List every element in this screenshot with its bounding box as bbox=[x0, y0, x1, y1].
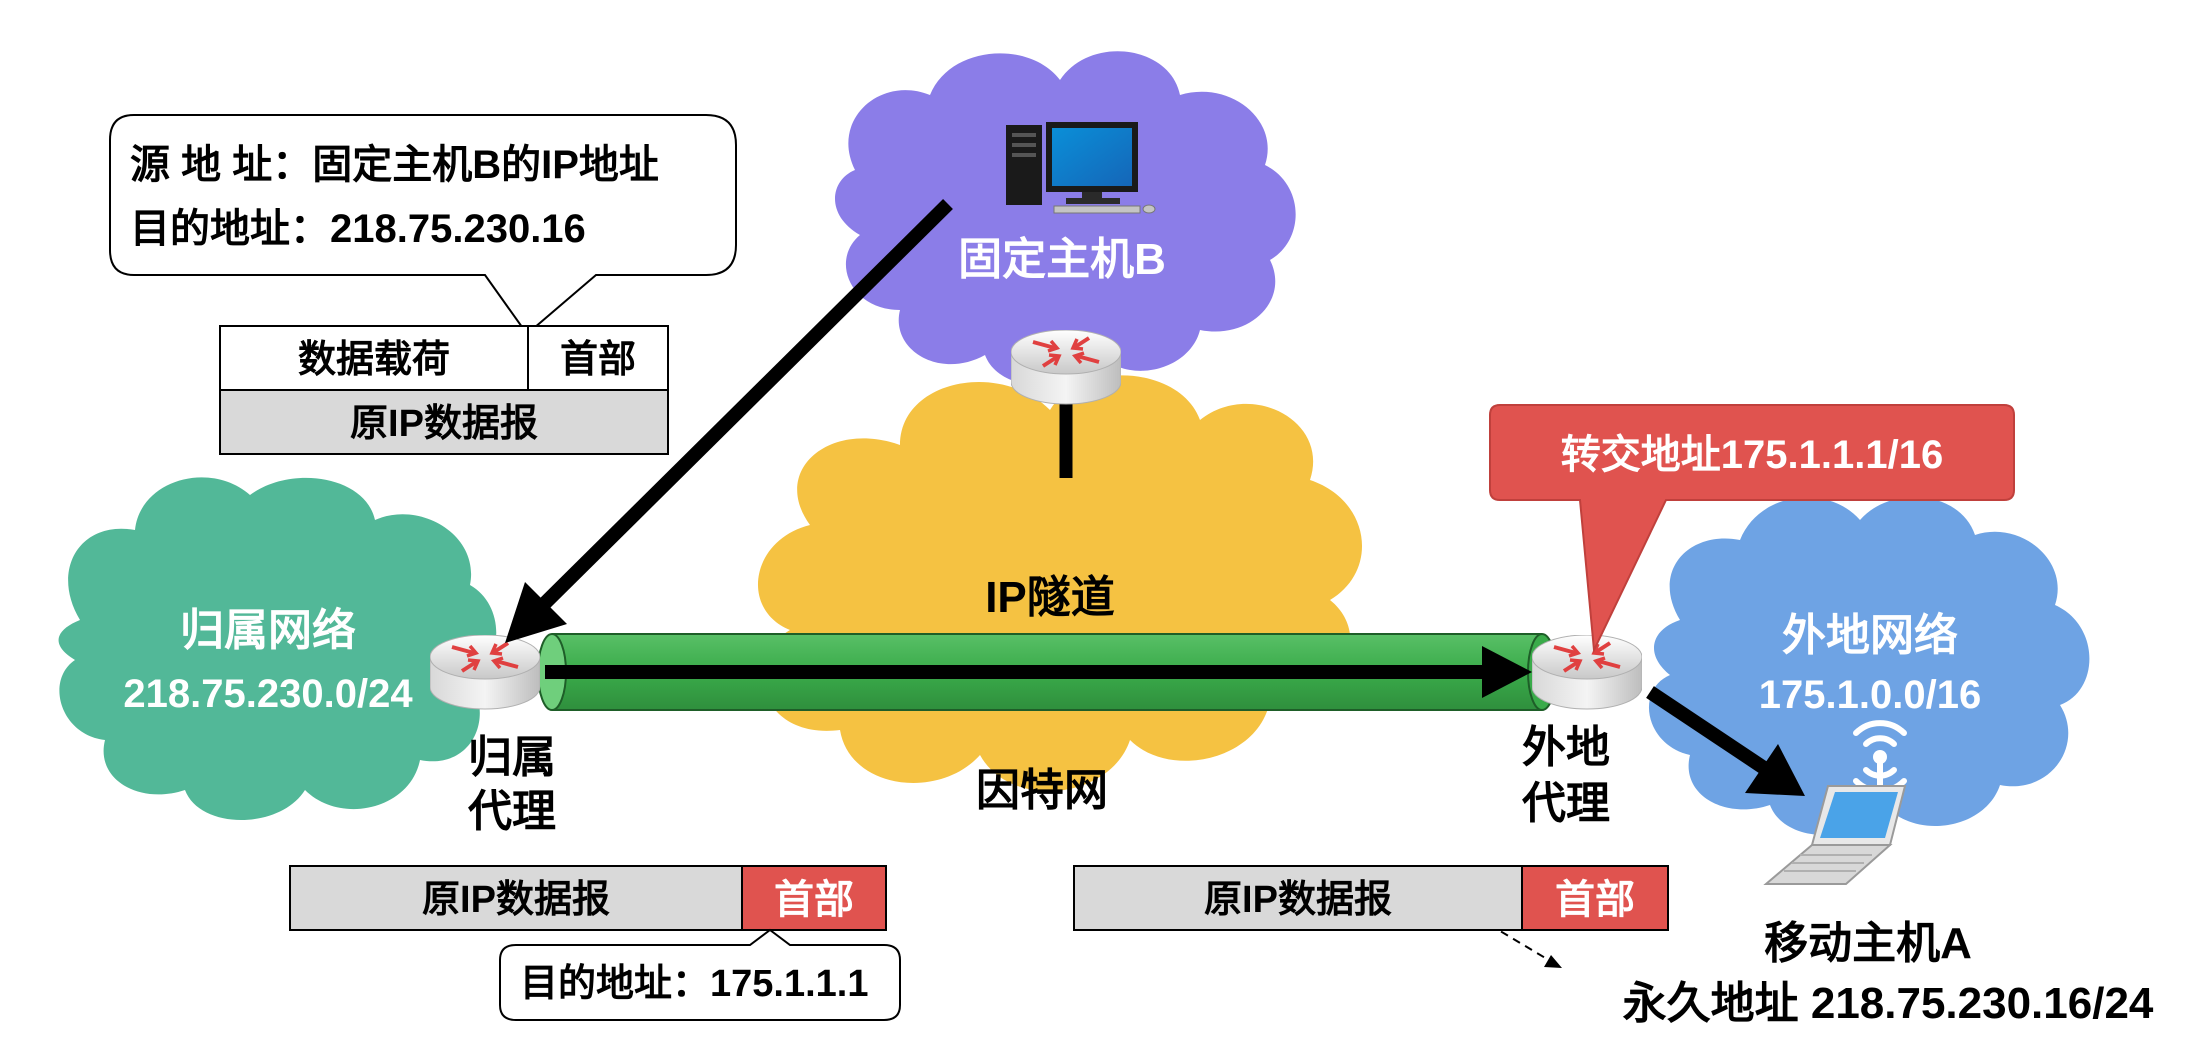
permanent-address-key: 永久地址 bbox=[1623, 979, 1799, 1028]
care-of-address-callout: 转交地址175.1.1.1/16 bbox=[1489, 404, 2015, 654]
host-b-to-home-agent-arrow bbox=[505, 199, 953, 643]
source-address-value: 固定主机B的IP地址 bbox=[312, 143, 659, 187]
svg-text:目的地址：218.75.230.16: 目的地址：218.75.230.16 bbox=[130, 207, 586, 251]
encap-right-header-label: 首部 bbox=[1555, 878, 1635, 922]
payload-label: 数据载荷 bbox=[298, 339, 450, 381]
destination-address-value: 218.75.230.16 bbox=[330, 207, 586, 251]
svg-text:目的地址：175.1.1.1: 目的地址：175.1.1.1 bbox=[520, 963, 869, 1005]
tunnel-arrow bbox=[545, 646, 1532, 698]
dest-callout-key: 目的地址： bbox=[520, 963, 710, 1005]
home-network-prefix: 218.75.230.0/24 bbox=[123, 672, 413, 716]
desktop-computer-icon bbox=[1006, 122, 1156, 214]
home-agent-label-line1: 归属 bbox=[468, 733, 556, 782]
destination-address-callout: 目的地址：175.1.1.1 bbox=[499, 928, 901, 1021]
permanent-address-value: 218.75.230.16/24 bbox=[1811, 979, 2154, 1028]
encapsulated-datagram-left: 原IP数据报 首部 bbox=[289, 865, 887, 931]
foreign-network-cloud bbox=[1648, 497, 2090, 835]
home-agent-router-icon bbox=[430, 635, 540, 711]
dest-callout-value: 175.1.1.1 bbox=[710, 963, 868, 1005]
laptop-icon bbox=[1763, 785, 1907, 885]
foreign-agent-label-line2: 代理 bbox=[1521, 779, 1610, 828]
original-datagram-caption: 原IP数据报 bbox=[350, 403, 538, 445]
mobile-host-name: 移动主机A bbox=[1764, 919, 1972, 968]
foreign-agent-to-mobile-arrow bbox=[1646, 686, 1805, 796]
header-label: 首部 bbox=[560, 339, 636, 381]
home-agent-label-line2: 代理 bbox=[467, 787, 556, 836]
svg-text:永久地址 218.75.230.16/24: 永久地址 218.75.230.16/24 bbox=[1623, 979, 2154, 1028]
fixed-host-cloud bbox=[835, 51, 1296, 386]
foreign-network-name: 外地网络 bbox=[1782, 610, 1958, 660]
care-of-address-text: 转交地址175.1.1.1/16 bbox=[1561, 433, 1943, 477]
foreign-network-prefix: 175.1.0.0/16 bbox=[1759, 673, 1981, 717]
internet-label: 因特网 bbox=[976, 766, 1108, 815]
encapsulated-datagram-right: 原IP数据报 首部 bbox=[1073, 865, 1669, 931]
foreign-agent-label-line1: 外地 bbox=[1522, 723, 1610, 772]
source-address-key: 源 地 址： bbox=[130, 143, 312, 187]
encap-left-header-label: 首部 bbox=[774, 878, 854, 922]
encap-right-body-label: 原IP数据报 bbox=[1204, 879, 1392, 921]
encap-left-body-label: 原IP数据报 bbox=[422, 879, 610, 921]
original-datagram: 数据载荷 首部 原IP数据报 bbox=[219, 325, 669, 455]
b-router-icon bbox=[1011, 330, 1121, 406]
home-network-cloud bbox=[58, 477, 497, 820]
tunnel-label: IP隧道 bbox=[985, 573, 1115, 622]
foreign-agent-router-icon bbox=[1532, 635, 1642, 711]
fixed-host-label: 固定主机B bbox=[958, 235, 1166, 284]
destination-address-key: 目的地址： bbox=[130, 207, 330, 251]
svg-text:源 地 址：固定主机B的IP地址: 源 地 址：固定主机B的IP地址 bbox=[130, 143, 659, 187]
home-network-name: 归属网络 bbox=[180, 605, 356, 655]
top-address-callout: 源 地 址：固定主机B的IP地址 目的地址：218.75.230.16 bbox=[109, 114, 737, 336]
